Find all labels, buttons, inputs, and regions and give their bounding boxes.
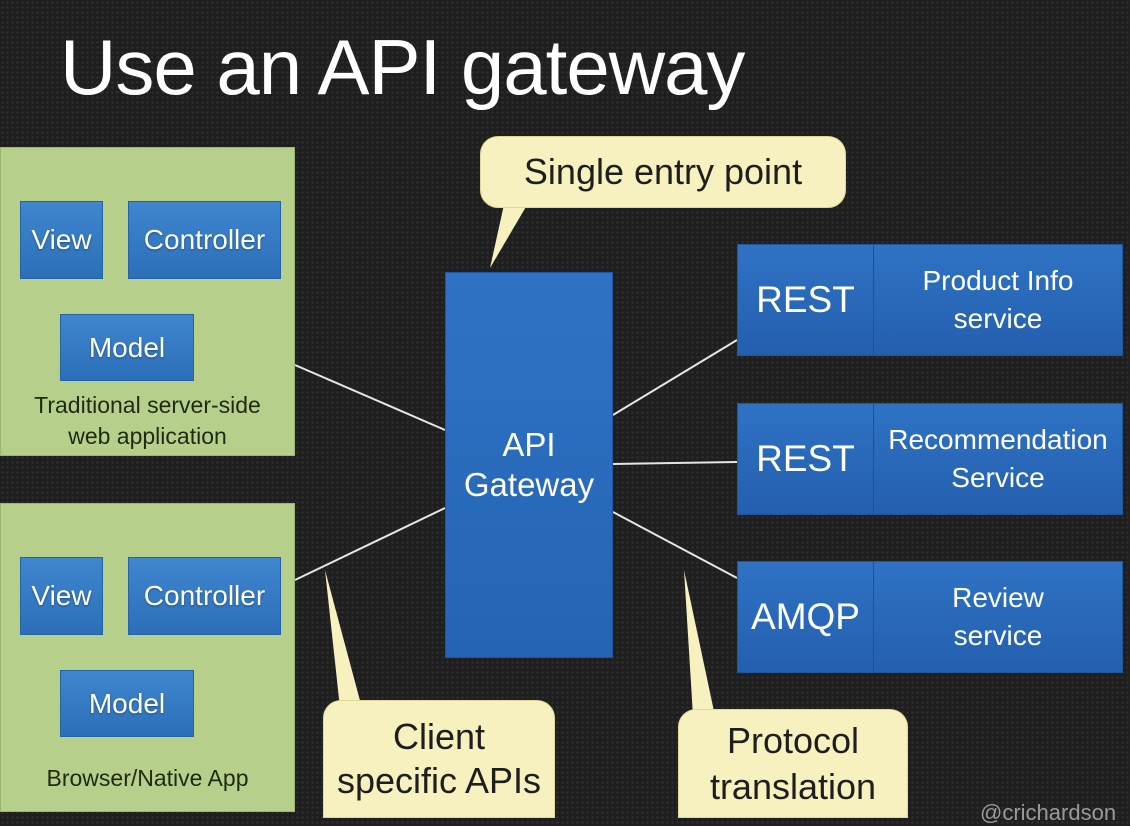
protocol-label: REST [738,245,874,355]
callout-single-entry-point: Single entry point [480,136,846,208]
link-gateway-recommendation [612,461,738,465]
link-client1-gateway [294,364,446,431]
view-box-1: View [20,201,103,279]
slide-title: Use an API gateway [60,23,745,111]
service-product-info: REST Product Info service [737,244,1123,356]
service-name-line: service [953,303,1043,334]
gateway-label-line: API [502,426,556,463]
caption-line: web application [68,423,227,449]
callout-line: Client [392,716,486,757]
protocol-label: REST [738,404,874,514]
controller-box-1: Controller [128,201,281,279]
service-name-line: Recommendation [888,424,1108,455]
callout-client-specific-apis: Client specific APIs [323,700,555,818]
author-watermark: @crichardson [980,800,1117,825]
service-review: AMQP Review service [737,561,1123,673]
model-box-2: Model [60,670,194,737]
service-recommendation: REST Recommendation Service [737,403,1123,515]
callout-protocol-translation: Protocol translation [678,709,908,818]
controller-box-2: Controller [128,557,281,635]
model-box-1: Model [60,314,194,381]
protocol-label: AMQP [738,562,874,672]
service-name-line: Product Info [922,265,1074,296]
view-box-2: View [20,557,103,635]
callout-line: translation [709,765,877,807]
callout-line: Protocol [726,719,860,761]
link-gateway-review [612,511,738,579]
callout-tail-client-apis [325,570,362,708]
api-gateway-box: API Gateway [445,272,613,658]
service-name: Recommendation Service [874,404,1122,514]
service-name: Product Info service [874,245,1122,355]
callout-tail-protocol [684,570,715,716]
service-name-line: Service [951,462,1045,493]
client-caption-server-side: Traditional server-side web application [0,390,295,452]
link-gateway-product-info [612,339,738,416]
gateway-label-line: Gateway [463,466,595,503]
client-panel-server-side [0,147,295,456]
client-panel-native-app [0,503,295,812]
link-client2-gateway [294,507,446,581]
caption-line: Traditional server-side [34,392,261,418]
service-name: Review service [874,562,1122,672]
service-name-line: service [953,620,1043,651]
service-name-line: Review [952,582,1044,613]
caption-line: Browser/Native App [46,765,249,791]
client-caption-native-app: Browser/Native App [0,763,295,794]
callout-line: specific APIs [336,760,542,801]
callout-tail-entry-point [490,200,530,268]
